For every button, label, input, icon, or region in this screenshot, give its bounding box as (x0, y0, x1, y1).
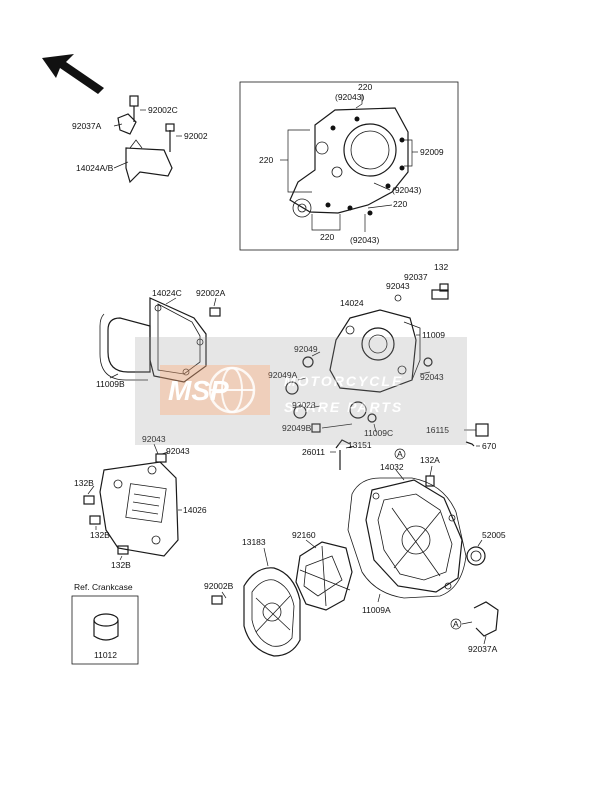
label-92043-l1: 92043 (142, 434, 166, 444)
label-92043-r2: 92043 (420, 372, 444, 382)
globe-logo-icon (208, 366, 256, 414)
label-13151: 13151 (348, 440, 372, 450)
marker-A-bottom: A (453, 619, 459, 629)
label-11012: 11012 (94, 650, 117, 660)
label-220-top: 220 (358, 82, 372, 92)
label-132B-3: 132B (111, 560, 131, 570)
label-14024C: 14024C (152, 288, 182, 298)
label-ref-crankcase: Ref. Crankcase (74, 582, 133, 592)
label-14024AB: 14024A/B (76, 163, 114, 173)
watermark: MSP MOTORCYCLE SPARE PARTS (135, 337, 467, 445)
cable-guide-assembly: 92037A 92002C 92002 14024A/B (72, 95, 208, 184)
front-direction-arrow-icon (42, 54, 104, 94)
label-26011: 26011 (302, 447, 325, 457)
watermark-logo: MSP (168, 375, 229, 406)
label-132B-1: 132B (74, 478, 94, 488)
label-13183: 13183 (242, 537, 266, 547)
watermark-line2: SPARE PARTS (284, 399, 403, 415)
crankcase-ref-inset: Ref. Crankcase 11012 (71, 582, 139, 665)
label-132-top: 132 (434, 262, 448, 272)
label-92002A: 92002A (196, 288, 226, 298)
small-cover-group: 14024C 92002A 11009B (96, 288, 226, 389)
label-92002: 92002 (184, 131, 208, 141)
label-92028: 92028 (292, 400, 316, 410)
label-220-right: 220 (393, 199, 407, 209)
label-92002C: 92002C (148, 105, 178, 115)
label-11009A: 11009A (362, 605, 391, 615)
outer-cover-group: 13183 92002B (204, 537, 301, 657)
label-92037A-top: 92037A (72, 121, 102, 131)
label-92043-mid: (92043) (392, 185, 421, 195)
label-16115: 16115 (426, 425, 449, 435)
label-92049B: 92049B (282, 423, 312, 433)
watermark-line1: MOTORCYCLE (284, 373, 403, 389)
clutch-cover-group: 14032 132A 52005 11009A A (347, 448, 506, 615)
label-220-left: 220 (259, 155, 273, 165)
damper-group: 92160 (292, 530, 353, 611)
label-14026: 14026 (183, 505, 207, 515)
label-92049A: 92049A (268, 370, 298, 380)
label-92037A-bottom: 92037A (468, 644, 498, 654)
label-92002B: 92002B (204, 581, 234, 591)
label-92043-bottom: (92043) (350, 235, 379, 245)
label-92043-l2: 92043 (166, 446, 190, 456)
sealant-inset: 220 (92043) 220 92009 (92043) 220 220 (9… (239, 81, 459, 251)
label-92037: 92037 (404, 272, 428, 282)
label-52005: 52005 (482, 530, 506, 540)
label-11009: 11009 (422, 330, 445, 340)
marker-A-top: A (397, 449, 403, 459)
label-14024: 14024 (340, 298, 364, 308)
lower-clamp-group: A 92037A (450, 601, 499, 654)
label-220-bottom: 220 (320, 232, 334, 242)
label-11009C: 11009C (364, 428, 393, 438)
label-670: 670 (482, 441, 496, 451)
label-132A: 132A (420, 455, 440, 465)
label-14032: 14032 (380, 462, 404, 472)
label-92009: 92009 (420, 147, 444, 157)
label-92043-r1: 92043 (386, 281, 410, 291)
label-132B-2: 132B (90, 530, 110, 540)
label-92043-top: (92043) (335, 92, 364, 102)
label-11009B: 11009B (96, 379, 125, 389)
sprocket-cover-group: 92043 92043 132B 14026 132B 132B (74, 434, 207, 570)
label-92049: 92049 (294, 344, 318, 354)
main-cover-group: 92037 132 92043 14024 11009 92049 92049A… (268, 262, 496, 470)
label-92160: 92160 (292, 530, 316, 540)
